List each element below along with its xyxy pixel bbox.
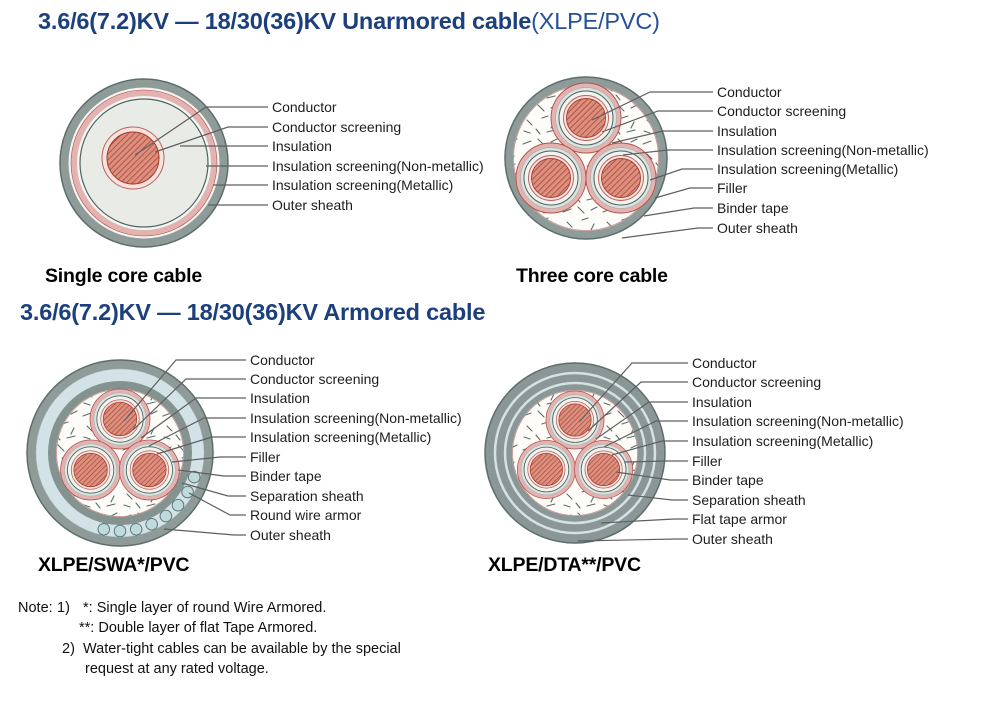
layer-label-conductor: Conductor	[692, 355, 757, 371]
three-core-cable-diagram	[504, 76, 713, 240]
note-item2-line2: request at any rated voltage.	[85, 661, 269, 677]
core-top	[89, 388, 151, 450]
core-top	[545, 390, 605, 450]
layer-label-conductor: Conductor	[717, 84, 782, 100]
note-label: Note:	[18, 600, 53, 616]
core-bottom-left	[516, 440, 576, 499]
layer-label-conductor-screening: Conductor screening	[717, 103, 847, 119]
layer-label-binder-tape: Binder tape	[250, 468, 322, 484]
layer-label-conductor-screening: Conductor screening	[692, 374, 822, 390]
layer-label-insulation: Insulation	[717, 123, 777, 139]
core-bottom-right	[574, 440, 634, 499]
armored-title-main: 3.6/6(7.2)KV — 18/30(36)KV Armored cable	[20, 299, 486, 325]
layer-label-separation-sheath: Separation sheath	[692, 492, 806, 508]
layer-label-filler: Filler	[717, 180, 748, 196]
three-core-caption: Three core cable	[516, 265, 668, 287]
armored-section-title: 3.6/6(7.2)KV — 18/30(36)KV Armored cable	[20, 299, 485, 326]
layer-label-conductor-screening: Conductor screening	[272, 119, 402, 135]
layer-label-insulation-screening-metallic: Insulation screening(Metallic)	[272, 177, 454, 193]
unarmored-title-suffix: (XLPE/PVC)	[531, 8, 660, 34]
layer-label-conductor: Conductor	[272, 99, 337, 115]
layer-label-insulation: Insulation	[692, 394, 752, 410]
layer-label-insulation-screening-nonmetallic: Insulation screening(Non-metallic)	[717, 142, 929, 158]
layer-label-separation-sheath: Separation sheath	[250, 488, 364, 504]
round-armor-wires	[97, 470, 201, 538]
core-bottom-right	[118, 439, 180, 501]
swa-leader-lines	[123, 359, 246, 536]
single-core-caption: Single core cable	[45, 265, 202, 287]
flat-tape-armor-line-inner	[503, 381, 647, 525]
note-item2-line1: Water-tight cables can be available by t…	[83, 641, 401, 657]
note-item1-line2: **: Double layer of flat Tape Armored.	[79, 620, 318, 636]
swa-caption: XLPE/SWA*/PVC	[38, 554, 190, 576]
note-item1-line1: *: Single layer of round Wire Armored.	[83, 600, 327, 616]
dta-armored-cable-diagram	[484, 362, 688, 544]
single-core-cable-diagram	[59, 78, 268, 248]
three-core-leader-lines	[591, 91, 713, 239]
unarmored-title-main: 3.6/6(7.2)KV — 18/30(36)KV Unarmored cab…	[38, 8, 532, 34]
layer-label-insulation-screening-nonmetallic: Insulation screening(Non-metallic)	[250, 410, 462, 426]
core-bottom-right	[585, 142, 657, 214]
layer-label-conductor: Conductor	[250, 352, 315, 368]
swa-armored-cable-diagram	[26, 359, 246, 547]
layer-label-flat-tape-armor: Flat tape armor	[692, 511, 787, 527]
layer-label-insulation-screening-metallic: Insulation screening(Metallic)	[250, 429, 432, 445]
layer-label-insulation-screening-nonmetallic: Insulation screening(Non-metallic)	[272, 158, 484, 174]
layer-label-filler: Filler	[250, 449, 281, 465]
flat-tape-armor-line-outer	[493, 371, 657, 535]
unarmored-section-title: 3.6/6(7.2)KV — 18/30(36)KV Unarmored cab…	[38, 8, 660, 35]
dta-leader-lines	[577, 362, 688, 542]
core-top	[550, 82, 622, 154]
layer-label-outer-sheath: Outer sheath	[272, 197, 353, 213]
layer-label-insulation-screening-metallic: Insulation screening(Metallic)	[692, 433, 874, 449]
core-bottom-left	[515, 142, 587, 214]
core-bottom-left	[60, 439, 122, 501]
note-item2-num: 2)	[62, 641, 75, 657]
layer-label-outer-sheath: Outer sheath	[250, 527, 331, 543]
dta-caption: XLPE/DTA**/PVC	[488, 554, 641, 576]
layer-label-insulation-screening-nonmetallic: Insulation screening(Non-metallic)	[692, 413, 904, 429]
layer-label-outer-sheath: Outer sheath	[717, 220, 798, 236]
binder-tape-ring	[512, 390, 638, 516]
layer-label-round-wire-armor: Round wire armor	[250, 507, 362, 523]
layer-label-insulation: Insulation	[272, 138, 332, 154]
layer-label-insulation: Insulation	[250, 390, 310, 406]
layer-label-binder-tape: Binder tape	[717, 200, 789, 216]
layer-label-outer-sheath: Outer sheath	[692, 531, 773, 547]
single-core-leader-lines	[134, 106, 268, 206]
note-item1-num: 1)	[57, 600, 70, 616]
layer-label-binder-tape: Binder tape	[692, 472, 764, 488]
layer-label-filler: Filler	[692, 453, 723, 469]
layer-label-insulation-screening-metallic: Insulation screening(Metallic)	[717, 161, 899, 177]
layer-label-conductor-screening: Conductor screening	[250, 371, 380, 387]
